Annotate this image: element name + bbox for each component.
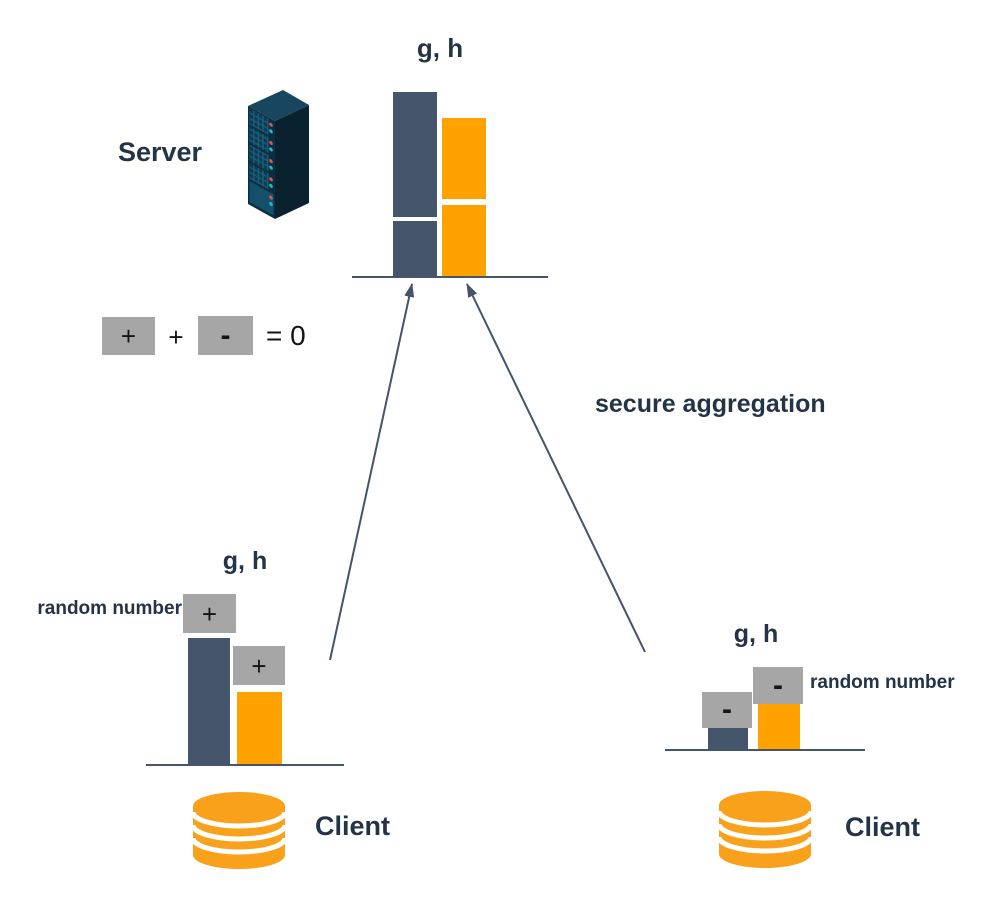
minus-sign: - xyxy=(773,668,783,702)
right-g-bar xyxy=(708,728,748,750)
equation-positive-mask-box: + xyxy=(102,317,155,355)
right-client-label: Client xyxy=(845,812,921,842)
server-axis-line xyxy=(352,276,548,278)
server-rack-icon xyxy=(248,90,309,219)
plus-sign: + xyxy=(251,650,267,681)
left-random-number-label: random number xyxy=(37,598,182,619)
left-h-bar xyxy=(237,692,282,765)
equation-result: = 0 xyxy=(266,320,306,351)
equation-plus-operator: + xyxy=(168,322,184,352)
equation-negative-mask-box: - xyxy=(198,316,253,355)
right-h-bar xyxy=(758,704,800,750)
left-g-bar xyxy=(188,638,230,765)
minus-sign: - xyxy=(722,693,732,726)
server-g-bar-lower-segment xyxy=(393,221,437,277)
minus-sign: - xyxy=(220,318,231,352)
plus-sign: + xyxy=(201,598,218,629)
left-h-bar-mask-box: + xyxy=(233,646,285,685)
server-h-bar-upper-segment xyxy=(442,118,486,199)
left-client-bars-title: g, h xyxy=(222,547,268,575)
database-icon xyxy=(718,791,812,868)
right-client-to-server-arrow xyxy=(466,283,646,653)
secure-aggregation-label: secure aggregation xyxy=(595,390,826,418)
left-client-to-server-arrow xyxy=(329,283,415,661)
left-client-label: Client xyxy=(315,811,391,841)
left-g-bar-mask-box: + xyxy=(183,594,236,633)
right-g-bar-mask-box: - xyxy=(702,692,752,728)
plus-sign: + xyxy=(120,321,137,351)
server-h-bar-lower-segment xyxy=(442,205,486,277)
right-client-bars-title: g, h xyxy=(733,620,779,648)
server-g-bar-upper-segment xyxy=(393,92,437,217)
right-random-number-label: random number xyxy=(810,672,955,693)
database-icon xyxy=(192,792,286,869)
server-bars-title: g, h xyxy=(416,33,464,63)
right-client-axis-line xyxy=(665,749,865,751)
server-label: Server xyxy=(117,137,203,167)
left-client-axis-line xyxy=(146,764,344,766)
right-h-bar-mask-box: - xyxy=(753,667,803,704)
